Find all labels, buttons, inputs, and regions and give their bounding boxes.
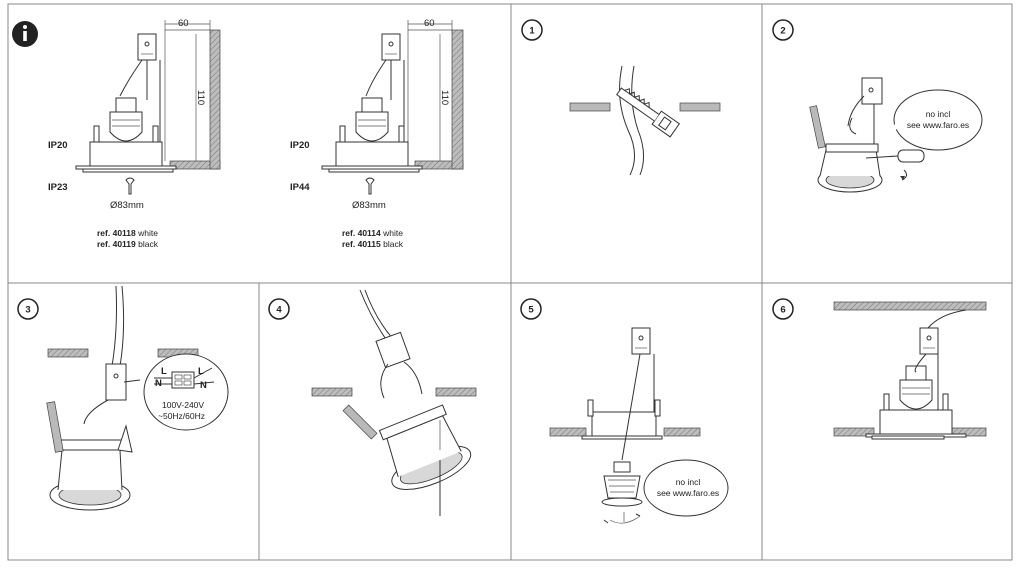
- step-3-terminal-N-right: N: [200, 380, 207, 391]
- step-3-terminal-L-left: L: [161, 366, 167, 377]
- variant-b-ip-bottom: IP44: [290, 182, 310, 193]
- step-3-terminal-L-right: L: [198, 366, 204, 377]
- info-icon: [12, 21, 38, 47]
- variant-a-ref1: ref. 40118 white: [97, 228, 158, 238]
- variant-a-ref2: ref. 40119 black: [97, 239, 159, 249]
- panel-grid: [7, 3, 1013, 561]
- variant-b-diameter: Ø83mm: [352, 200, 386, 211]
- step-3-terminal-N-left: N: [155, 378, 162, 389]
- variant-b-drawing: [321, 20, 464, 195]
- step-2-drawing: [809, 77, 983, 193]
- variant-b-dim-height: 110: [439, 90, 450, 105]
- svg-text:3: 3: [25, 305, 30, 316]
- screwdriver-icon: [865, 149, 925, 181]
- step-5-badge: 5: [520, 298, 542, 320]
- step-5-drawing: [549, 327, 729, 524]
- step-1-drawing: [569, 65, 721, 176]
- variant-a-dim-height: 110: [195, 90, 206, 105]
- step-2-bubble-line2: see www.faro.es: [907, 120, 969, 130]
- step-2-bubble-line1: no incl: [926, 109, 951, 119]
- step-3-drawing: [46, 285, 229, 511]
- variant-b-ref2: ref. 40115 black: [342, 239, 404, 249]
- step-3-voltage: 100V-240V: [162, 400, 204, 410]
- step-1-badge: 1: [521, 19, 543, 41]
- svg-text:5: 5: [528, 305, 534, 316]
- svg-text:2: 2: [780, 26, 785, 37]
- step-5-bubble-line1: no incl: [676, 477, 701, 487]
- variant-a-diameter: Ø83mm: [110, 200, 144, 211]
- variant-b-dim-width: 60: [424, 18, 435, 29]
- variant-b-ip-top: IP20: [290, 140, 310, 151]
- variant-a-drawing: [75, 20, 221, 195]
- saw-icon: [616, 87, 681, 138]
- svg-text:4: 4: [276, 305, 282, 316]
- step-6-badge: 6: [772, 298, 794, 320]
- step-3-frequency: ~50Hz/60Hz: [158, 411, 205, 421]
- step-4-badge: 4: [268, 298, 290, 320]
- step-5-bubble-line2: see www.faro.es: [657, 488, 719, 498]
- step-4-drawing: [311, 289, 477, 516]
- step-2-badge: 2: [772, 19, 794, 41]
- svg-text:6: 6: [780, 305, 785, 316]
- variant-a-dim-width: 60: [178, 18, 189, 29]
- variant-a-ip-bottom: IP23: [48, 182, 68, 193]
- variant-a-ip-top: IP20: [48, 140, 68, 151]
- svg-text:1: 1: [529, 26, 535, 37]
- step-6-drawing: [833, 301, 987, 440]
- variant-b-ref1: ref. 40114 white: [342, 228, 403, 238]
- step-3-badge: 3: [17, 298, 39, 320]
